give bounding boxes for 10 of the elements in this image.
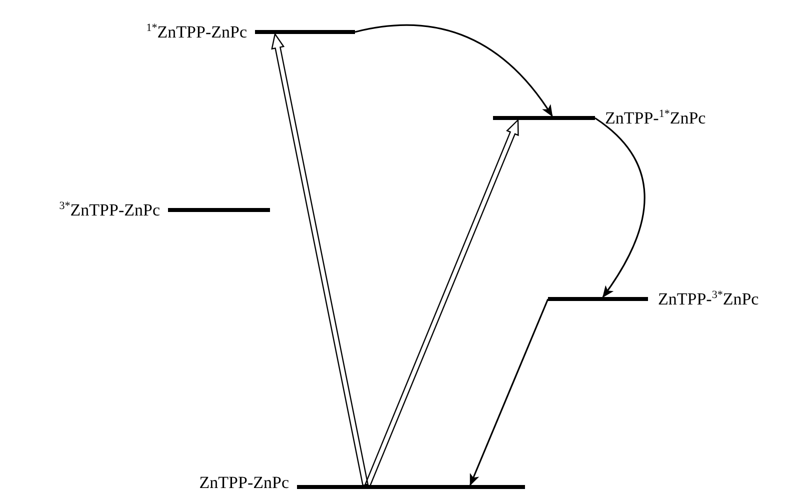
arrow bbox=[364, 118, 519, 487]
state-label: $^{3*}$ZnTPP-ZnPc bbox=[59, 199, 160, 221]
arrow bbox=[594, 117, 646, 298]
state-label: ZnTPP-ZnPc bbox=[199, 473, 289, 493]
arrow bbox=[271, 32, 369, 486]
state-label: $^{1*}$ZnTPP-ZnPc bbox=[146, 21, 247, 43]
arrow bbox=[354, 24, 553, 117]
arrow bbox=[470, 298, 549, 486]
state-label: ZnTPP-$^{3*}$ZnPc bbox=[658, 288, 759, 310]
state-label: ZnTPP-$^{1*}$ZnPc bbox=[605, 107, 706, 129]
